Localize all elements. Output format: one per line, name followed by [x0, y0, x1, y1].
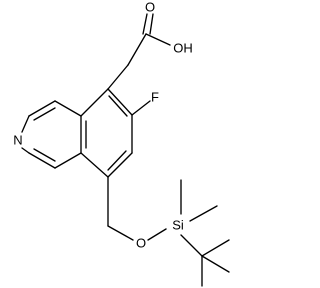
ring-a-bond-4: [80, 152, 109, 178]
ring-b-bond-3: [21, 115, 30, 133]
ring-b-inner-double-1: [33, 107, 56, 121]
ring-a-bond-1: [107, 88, 133, 116]
tert-butyl-branch-lower-right: [201, 255, 230, 273]
ring-b-inner-double-2: [33, 148, 56, 162]
molecule-drawing: O OH F N O Si: [13, 0, 230, 287]
ring-b-bond-5: [28, 152, 56, 169]
fluorine-label: F: [151, 89, 159, 104]
chemical-structure-diagram: O OH F N O Si: [13, 0, 230, 287]
ring-b-bond-2: [28, 100, 56, 117]
bond-layer: [21, 13, 230, 287]
carbonyl-double-bond-2: [149, 13, 154, 35]
ch2-ring-bond: [107, 64, 129, 90]
ring-a-bond-3: [107, 152, 133, 178]
silicon-tert-butyl-bond: [180, 234, 203, 257]
ring-a-inner-double-1: [108, 95, 128, 117]
tert-butyl-branch-right: [201, 239, 230, 257]
ring-b-bond-4: [21, 147, 30, 154]
ring-b-bond-6: [54, 152, 82, 169]
carbonyl-double-bond-1: [142, 13, 148, 35]
carbonyl-oxygen-label: O: [145, 0, 155, 14]
silicon-label: Si: [172, 217, 184, 232]
ether-oxygen-silicon-bond: [147, 228, 167, 241]
carboxyl-oh-bond: [145, 33, 171, 46]
fluorine-bond: [131, 100, 151, 116]
silicon-methyl-right-bond: [189, 205, 218, 222]
ring-b-bond-1: [54, 100, 82, 117]
atom-label-layer: O OH F N O Si: [13, 0, 192, 250]
carboxyl-ch2-bond: [127, 33, 147, 66]
ch2-ether-oxygen-bond: [107, 225, 134, 241]
ring-nitrogen-label: N: [13, 132, 22, 147]
ring-a-bond-6: [80, 88, 109, 117]
ring-a-inner-double-2: [107, 150, 127, 171]
hydroxyl-label: OH: [173, 40, 193, 55]
ether-oxygen-label: O: [136, 235, 146, 250]
